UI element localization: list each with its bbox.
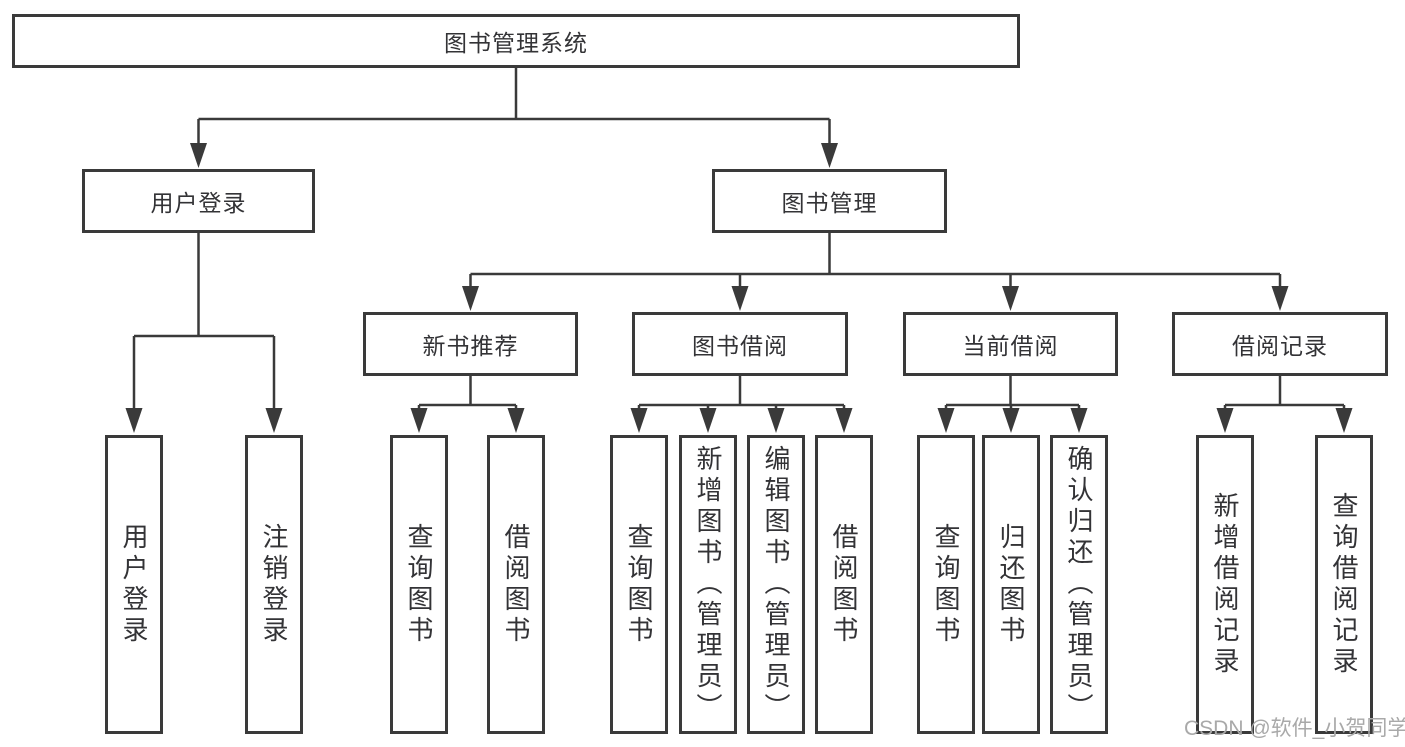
node-root-label: 图书管理系统 [444, 30, 588, 56]
leaf-query-borrow-record: 查询借阅记录 [1315, 435, 1373, 734]
csdn-watermark: CSDN @软件_小贺同学 [1184, 717, 1405, 740]
node-new-book-recommend-label: 新书推荐 [422, 333, 519, 359]
leaf-logout: 注销登录 [245, 435, 303, 734]
node-book-borrow-label: 图书借阅 [692, 333, 788, 359]
leaf-return-book: 归还图书 [982, 435, 1040, 734]
leaf-query-book-2-label: 查询图书 [624, 522, 654, 647]
node-new-book-recommend: 新书推荐 [363, 312, 578, 376]
leaf-borrow-book-2-label: 借阅图书 [829, 522, 859, 647]
node-book-management-label: 图书管理 [781, 190, 878, 216]
node-borrow-record: 借阅记录 [1172, 312, 1388, 376]
leaf-confirm-return-admin-label: 确认归还（管理员） [1064, 445, 1094, 724]
leaf-add-borrow-record-label: 新增借阅记录 [1210, 491, 1240, 678]
leaf-borrow-book-2: 借阅图书 [815, 435, 873, 734]
node-root: 图书管理系统 [12, 14, 1020, 68]
node-current-borrow: 当前借阅 [903, 312, 1118, 376]
leaf-add-borrow-record: 新增借阅记录 [1196, 435, 1254, 734]
leaf-query-book-2: 查询图书 [610, 435, 668, 734]
leaf-confirm-return-admin: 确认归还（管理员） [1050, 435, 1108, 734]
node-book-management: 图书管理 [712, 169, 947, 233]
node-borrow-record-label: 借阅记录 [1232, 333, 1328, 359]
leaf-add-book-admin-label: 新增图书（管理员） [693, 445, 723, 724]
leaf-return-book-label: 归还图书 [996, 522, 1026, 647]
leaf-edit-book-admin: 编辑图书（管理员） [747, 435, 805, 734]
node-book-borrow: 图书借阅 [632, 312, 848, 376]
leaf-user-login-label: 用户登录 [119, 522, 149, 647]
node-user-login-label: 用户登录 [150, 190, 247, 216]
leaf-query-borrow-record-label: 查询借阅记录 [1329, 491, 1359, 678]
leaf-query-book-1-label: 查询图书 [404, 522, 434, 647]
leaf-logout-label: 注销登录 [259, 522, 289, 647]
leaf-borrow-book-1: 借阅图书 [487, 435, 545, 734]
leaf-borrow-book-1-label: 借阅图书 [501, 522, 531, 647]
node-user-login: 用户登录 [82, 169, 315, 233]
leaf-query-book-3-label: 查询图书 [931, 522, 961, 647]
leaf-user-login: 用户登录 [105, 435, 163, 734]
leaf-add-book-admin: 新增图书（管理员） [679, 435, 737, 734]
leaf-query-book-3: 查询图书 [917, 435, 975, 734]
leaf-query-book-1: 查询图书 [390, 435, 448, 734]
node-current-borrow-label: 当前借阅 [962, 333, 1059, 359]
leaf-edit-book-admin-label: 编辑图书（管理员） [761, 445, 791, 724]
